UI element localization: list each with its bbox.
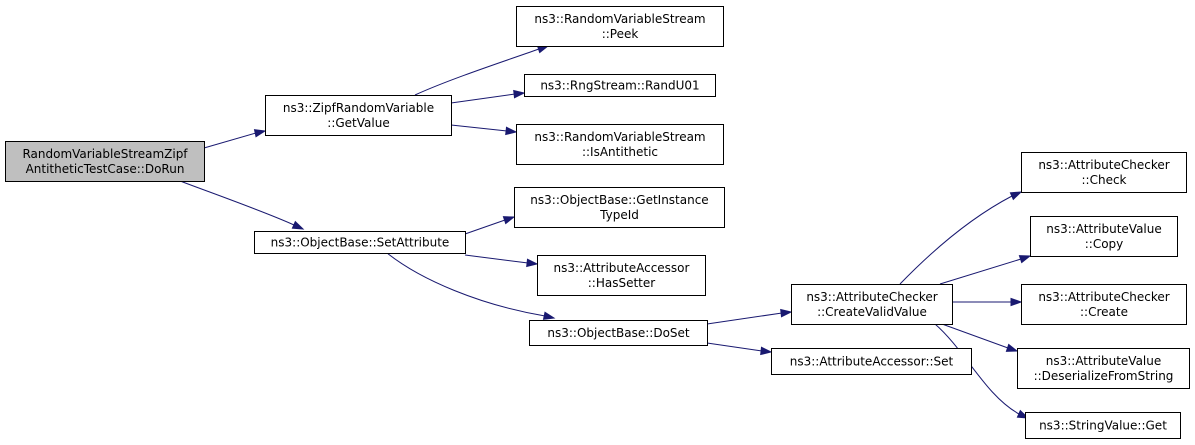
node-box (516, 124, 724, 165)
node-label-line: ns3::AttributeChecker (1038, 290, 1169, 304)
arrowhead-checker_create (1010, 297, 1023, 307)
edge-root-to-objectbase_setattribute (179, 180, 295, 226)
node-label-line: ns3::AttributeChecker (1038, 158, 1169, 172)
node-label-line: ::HasSetter (588, 276, 656, 290)
arrowhead-zipf_getvalue (253, 129, 267, 138)
node-label-line: ns3::AttributeValue (1046, 222, 1162, 236)
node-label-line: ns3::ObjectBase::SetAttribute (271, 236, 450, 250)
arrowhead-objectbase_doset (542, 311, 556, 320)
node-label-line: ::Check (1082, 173, 1127, 187)
node-box (1017, 348, 1190, 389)
edge-objectbase_setattribute-to-objectbase_doset (386, 252, 546, 317)
node-label-line: ::Peek (602, 27, 639, 41)
node-box (514, 187, 725, 228)
arrowhead-rvs_isantithetic (505, 126, 518, 136)
arrowhead-value_deserializefromstring (1005, 343, 1019, 352)
node-checker-createvalidvalue[interactable]: ns3::AttributeChecker::CreateValidValue (791, 284, 953, 325)
node-box (524, 74, 716, 97)
edge-checker_createvalidvalue-to-checker_check (899, 195, 1013, 285)
edge-objectbase_doset-to-checker_createvalidvalue (706, 312, 783, 325)
edge-objectbase_setattribute-to-objectbase_getinstancetypeid (464, 219, 506, 235)
node-box (5, 141, 205, 182)
node-label-line: ns3::RandomVariableStream (534, 130, 705, 144)
node-checker-check[interactable]: ns3::AttributeChecker::Check (1021, 152, 1187, 193)
node-label-line: ::CreateValidValue (817, 305, 927, 319)
edge-zipf_getvalue-to-rvs_peek (414, 48, 540, 96)
node-label-line: ns3::ObjectBase::DoSet (547, 326, 690, 340)
node-box (1021, 152, 1187, 193)
node-label-line: RandomVariableStreamZipf (22, 147, 188, 161)
node-box (1021, 284, 1187, 325)
node-label-line: ns3::ObjectBase::GetInstance (530, 193, 708, 207)
arrowhead-objectbase_setattribute (291, 220, 305, 230)
node-box (537, 255, 706, 296)
arrowhead-checker_createvalidvalue (780, 308, 793, 318)
edge-root-to-zipf_getvalue (203, 132, 257, 149)
node-label-line: ns3::ZipfRandomVariable (283, 101, 434, 115)
node-label-line: ::Create (1080, 305, 1128, 319)
call-nodes: RandomVariableStreamZipfAntitheticTestCa… (5, 6, 1190, 439)
arrowhead-value_copy (1018, 255, 1032, 264)
node-box (1025, 412, 1181, 439)
node-label-line: ::Copy (1085, 237, 1124, 251)
node-objectbase-doset[interactable]: ns3::ObjectBase::DoSet (529, 320, 708, 346)
edge-checker_createvalidvalue-to-stringvalue_get (934, 323, 1020, 415)
arrowhead-rngstream_randu01 (513, 89, 526, 99)
node-accessor-set[interactable]: ns3::AttributeAccessor::Set (771, 348, 972, 375)
node-box (254, 231, 466, 254)
node-label-line: TypeId (599, 208, 639, 222)
node-label-line: ns3::RngStream::RandU01 (540, 79, 699, 93)
node-box (265, 95, 452, 136)
node-box (791, 284, 953, 325)
node-label-line: AntitheticTestCase::DoRun (26, 162, 185, 176)
node-value-copy[interactable]: ns3::AttributeValue::Copy (1030, 216, 1178, 257)
node-rvs-isantithetic[interactable]: ns3::RandomVariableStream::IsAntithetic (516, 124, 724, 165)
node-box (516, 6, 724, 47)
node-accessor-hassetter[interactable]: ns3::AttributeAccessor::HasSetter (537, 255, 706, 296)
node-label-line: ::IsAntithetic (582, 145, 658, 159)
arrowhead-accessor_set (760, 346, 773, 356)
node-box (771, 348, 972, 375)
node-label-line: ns3::AttributeAccessor::Set (790, 355, 954, 369)
node-label-line: ns3::AttributeAccessor (554, 261, 690, 275)
node-rngstream-randu01[interactable]: ns3::RngStream::RandU01 (524, 74, 716, 97)
arrowhead-accessor_hassetter (526, 258, 539, 268)
node-value-deserializefromstring[interactable]: ns3::AttributeValue::DeserializeFromStri… (1017, 348, 1190, 389)
node-label-line: ns3::AttributeValue (1046, 354, 1162, 368)
node-label-line: ns3::RandomVariableStream (534, 12, 705, 26)
edge-zipf_getvalue-to-rngstream_randu01 (450, 93, 516, 104)
node-label-line: ns3::AttributeChecker (806, 290, 937, 304)
edge-objectbase_setattribute-to-accessor_hassetter (464, 254, 529, 264)
node-label-line: ::GetValue (327, 116, 389, 130)
edge-zipf_getvalue-to-rvs_isantithetic (450, 124, 508, 132)
node-zipf-getvalue[interactable]: ns3::ZipfRandomVariable::GetValue (265, 95, 452, 136)
edge-checker_createvalidvalue-to-value_copy (939, 258, 1022, 285)
arrowhead-objectbase_getinstancetypeid (502, 216, 516, 225)
node-box (529, 320, 708, 346)
node-checker-create[interactable]: ns3::AttributeChecker::Create (1021, 284, 1187, 325)
edge-objectbase_doset-to-accessor_set (706, 342, 763, 352)
arrowhead-checker_check (1009, 191, 1023, 201)
node-stringvalue-get[interactable]: ns3::StringValue::Get (1025, 412, 1181, 439)
node-root[interactable]: RandomVariableStreamZipfAntitheticTestCa… (5, 141, 205, 182)
node-objectbase-setattribute[interactable]: ns3::ObjectBase::SetAttribute (254, 231, 466, 254)
node-label-line: ::DeserializeFromString (1034, 369, 1174, 383)
edge-checker_createvalidvalue-to-value_deserializefromstring (941, 323, 1009, 349)
node-box (1030, 216, 1178, 257)
node-label-line: ns3::StringValue::Get (1039, 419, 1167, 433)
node-rvs-peek[interactable]: ns3::RandomVariableStream::Peek (516, 6, 724, 47)
